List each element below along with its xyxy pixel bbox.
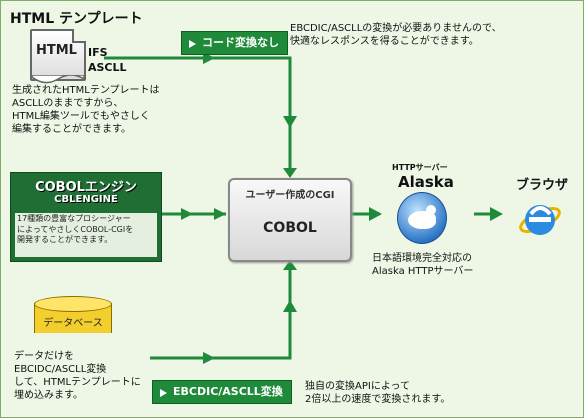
bottom-connector <box>150 260 292 360</box>
no-conversion-note-line: EBCDIC/ASCLLの変換が必要ありませんので、 <box>290 23 502 34</box>
cobol-engine-desc-line: 開発することができます。 <box>17 235 113 244</box>
html-template-desc-line: 編集することができます。 <box>12 124 131 135</box>
cobol-engine-subtitle: CBLENGINE <box>54 194 118 205</box>
no-conversion-tag: コード変換なし <box>181 31 288 55</box>
ebcdic-conversion-note: 独自の変換APIによって 2倍以上の速度で変換されます。 <box>305 380 565 406</box>
user-cgi-title: ユーザー作成のCGI <box>245 190 335 201</box>
cobol-engine-box: COBOLエンジン CBLENGINE 17種類の豊富なプロシージャー によって… <box>10 172 162 262</box>
arrowhead-engine-into-cgi <box>214 208 226 220</box>
alaska-server-type: HTTPサーバー <box>392 163 448 172</box>
document-wave-icon <box>32 75 84 84</box>
cobol-engine-desc-line: 17種類の豊富なプロシージャー <box>17 214 131 223</box>
arrowhead-bottom-up <box>283 300 297 312</box>
html-template-desc-line: 生成されたHTMLテンプレートは <box>12 85 160 96</box>
ebcdic-conversion-note-line: 2倍以上の速度で変換されます。 <box>305 394 451 405</box>
arrowhead-top-into-cgi <box>283 168 297 178</box>
database-description: データだけを EBCIDC/ASCLL変換 して、HTMLテンプレートに 埋め込… <box>14 350 164 402</box>
internet-explorer-icon <box>519 205 561 235</box>
top-connector <box>104 56 292 176</box>
database-desc-line: EBCIDC/ASCLL変換 <box>14 364 107 375</box>
cobol-engine-description: 17種類の豊富なプロシージャー によってやさしくCOBOL-CGIを 開発するこ… <box>15 213 157 257</box>
html-document-icon: HTML <box>30 29 86 84</box>
alaska-desc-line: Alaska HTTPサーバー <box>372 266 474 277</box>
alaska-desc-line: 日本語環境完全対応の <box>372 253 472 264</box>
arrowhead-top-down <box>283 116 297 128</box>
ifs-label-line2: ASCLL <box>88 61 127 74</box>
cobol-engine-title: COBOLエンジン <box>35 180 137 195</box>
arrowhead-alaska <box>369 207 382 221</box>
arrowhead-browser <box>490 207 503 221</box>
html-template-description: 生成されたHTMLテンプレートは ASCLLのままですから、 HTML編集ツール… <box>12 84 182 136</box>
alaska-description: 日本語環境完全対応の Alaska HTTPサーバー <box>372 252 502 278</box>
arrowhead-engine <box>181 208 193 220</box>
ebcdic-conversion-tag: EBCDIC/ASCLL変換 <box>152 380 292 404</box>
browser-label: ブラウザ <box>516 178 569 193</box>
database-desc-line: データだけを <box>14 351 74 362</box>
arrowhead-bottom-into-cgi <box>283 260 297 270</box>
ebcdic-conversion-note-line: 独自の変換APIによって <box>305 381 411 392</box>
html-template-desc-line: ASCLLのままですから、 <box>12 98 124 109</box>
alaska-name: Alaska <box>398 173 454 191</box>
database-label: データベース <box>43 318 103 329</box>
database-desc-line: 埋め込みます。 <box>14 390 83 401</box>
arrowhead-bottom-mid <box>203 352 215 364</box>
database-icon: データベース <box>34 296 112 342</box>
html-doc-label: HTML <box>36 43 77 58</box>
arrowhead-top-mid <box>203 52 215 64</box>
html-template-title: HTML テンプレート <box>10 11 143 27</box>
no-conversion-note-line: 快適なレスポンスを得ることができます。 <box>290 36 479 47</box>
user-cgi-name: COBOL <box>263 220 317 236</box>
cobol-engine-desc-line: によってやさしくCOBOL-CGIを <box>17 224 134 234</box>
ifs-label-line1: IFS <box>88 46 108 59</box>
alaska-polar-bear-icon <box>397 192 447 244</box>
user-cgi-box: ユーザー作成のCGI COBOL <box>228 178 352 262</box>
html-template-desc-line: HTML編集ツールでもやさしく <box>12 111 150 122</box>
database-desc-line: して、HTMLテンプレートに <box>14 377 141 388</box>
no-conversion-note: EBCDIC/ASCLLの変換が必要ありませんので、 快適なレスポンスを得ること… <box>290 22 580 48</box>
